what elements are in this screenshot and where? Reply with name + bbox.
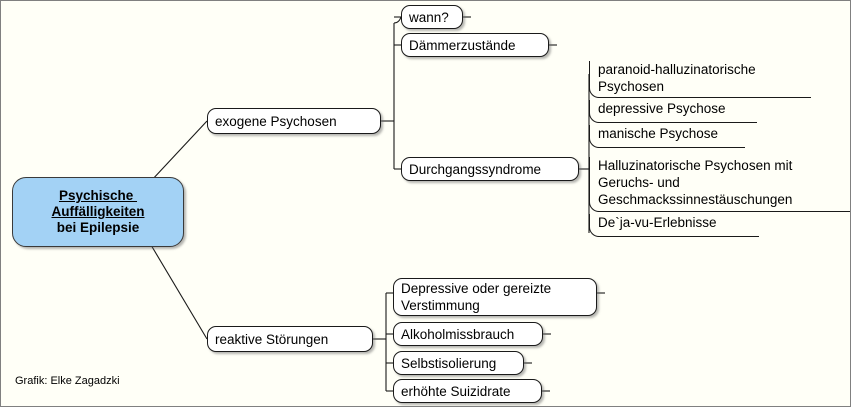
node-wann-label: wann? bbox=[409, 9, 449, 25]
leaf-underline bbox=[598, 236, 759, 237]
branch-reaktive-stoerungen[interactable]: reaktive Störungen bbox=[207, 326, 373, 352]
node-alkoholmissbrauch[interactable]: Alkoholmissbrauch bbox=[393, 322, 543, 346]
leaf-manische-psychose[interactable]: manische Psychose bbox=[589, 125, 749, 148]
leaf-underline bbox=[598, 147, 745, 148]
node-selbstisolierung-label: Selbstisolierung bbox=[401, 355, 497, 371]
leaf-edge bbox=[589, 157, 601, 212]
leaf-edge bbox=[589, 61, 601, 98]
node-wann[interactable]: wann? bbox=[401, 5, 463, 29]
branch-exogene-psychosen-label: exogene Psychosen bbox=[215, 113, 337, 129]
node-selbstisolierung[interactable]: Selbstisolierung bbox=[393, 351, 524, 375]
leaf-depressive-psychose[interactable]: depressive Psychose bbox=[589, 100, 759, 123]
node-alkoholmissbrauch-label: Alkoholmissbrauch bbox=[401, 326, 515, 342]
node-durchgangssyndrome-label: Durchgangssyndrome bbox=[409, 161, 542, 177]
leaf-halluzinatorische-psychosen-geruch-geschmack[interactable]: Halluzinatorische Psychosen mit Geruchs-… bbox=[589, 157, 850, 212]
leaf-edge bbox=[589, 125, 601, 148]
node-erhoehte-suizidrate[interactable]: erhöhte Suizidrate bbox=[393, 379, 542, 403]
branch-reaktive-stoerungen-label: reaktive Störungen bbox=[215, 331, 329, 347]
node-durchgangssyndrome[interactable]: Durchgangssyndrome bbox=[401, 157, 579, 181]
credit-text: Grafik: Elke Zagadzki bbox=[15, 375, 120, 387]
leaf-halluzinatorische-psychosen-geruch-geschmack-label: Halluzinatorische Psychosen mit Geruchs-… bbox=[598, 158, 793, 207]
node-erhoehte-suizidrate-label: erhöhte Suizidrate bbox=[401, 383, 511, 399]
leaf-deja-vu-erlebnisse-label: De`ja-vu-Erlebnisse bbox=[598, 215, 717, 230]
leaf-manische-psychose-label: manische Psychose bbox=[598, 126, 719, 141]
leaf-edge bbox=[589, 214, 601, 237]
node-daemmerzustaende[interactable]: Dämmerzustände bbox=[401, 33, 549, 57]
root-line-1: Psychische bbox=[58, 188, 138, 203]
root-line-2: Auffälligkeiten bbox=[51, 204, 145, 219]
leaf-underline bbox=[598, 122, 757, 123]
leaf-deja-vu-erlebnisse[interactable]: De`ja-vu-Erlebnisse bbox=[589, 214, 759, 237]
connector-root-to-exogene bbox=[150, 120, 208, 182]
connector-root-to-reaktive bbox=[150, 244, 208, 340]
leaf-paranoid-halluzinatorische-psychosen[interactable]: paranoid-halluzinatorische Psychosen bbox=[589, 61, 811, 98]
node-daemmerzustaende-label: Dämmerzustände bbox=[409, 37, 516, 53]
leaf-underline bbox=[598, 97, 811, 98]
connector-to-wann bbox=[393, 16, 402, 24]
leaf-underline bbox=[598, 211, 850, 212]
root-node[interactable]: Psychische Auffälligkeiten bei Epilepsie bbox=[12, 177, 184, 247]
branch-exogene-psychosen[interactable]: exogene Psychosen bbox=[207, 108, 381, 134]
root-line-3: bei Epilepsie bbox=[56, 220, 140, 235]
node-depressive-oder-gereizte-verstimmung-label: Depressive oder gereizte Verstimmung bbox=[401, 281, 552, 313]
leaf-paranoid-halluzinatorische-psychosen-label: paranoid-halluzinatorische Psychosen bbox=[598, 62, 756, 94]
node-depressive-oder-gereizte-verstimmung[interactable]: Depressive oder gereizte Verstimmung bbox=[393, 278, 597, 316]
leaf-edge bbox=[589, 100, 601, 123]
leaf-depressive-psychose-label: depressive Psychose bbox=[598, 101, 726, 116]
